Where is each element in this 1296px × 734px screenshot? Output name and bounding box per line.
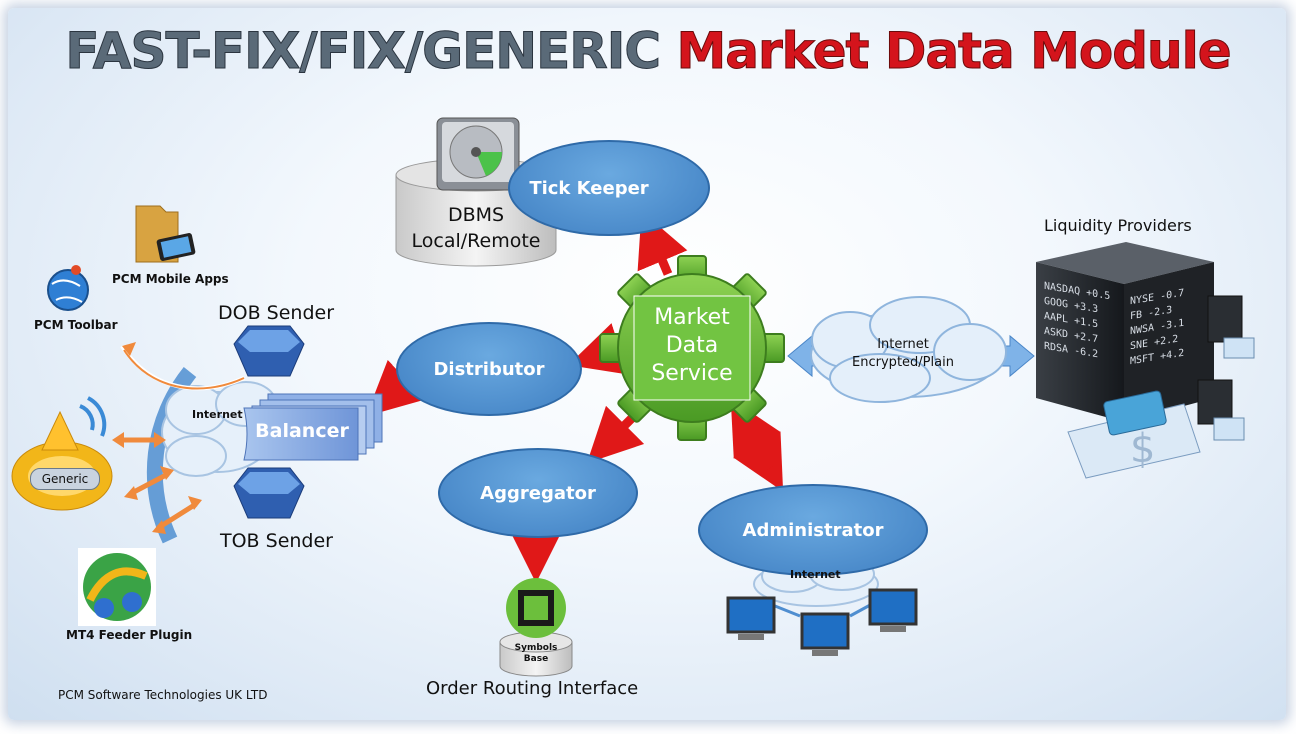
aggregator-label: Aggregator: [480, 482, 596, 504]
market-line2: Data: [665, 333, 719, 358]
chip-icon: [499, 578, 573, 677]
internet-lp-label: Internet Encrypted/Plain: [840, 336, 966, 372]
internet-admin-label: Internet: [790, 568, 841, 581]
internet-left-label: Internet: [192, 408, 243, 421]
ticker-right: NYSE -0.7 FB -2.3 NWSA -3.1 SNE +2.2 MSF…: [1130, 286, 1184, 370]
generic-label: Generic: [30, 468, 100, 490]
globe-icon: [47, 265, 89, 311]
orange-arrow-heads: [112, 432, 202, 534]
ticker-sym: FB: [1130, 309, 1143, 323]
market-line1: Market: [654, 305, 730, 330]
order-routing-label: Order Routing Interface: [426, 678, 639, 699]
title-part2: Market Data Module: [676, 22, 1232, 81]
market-line3: Service: [651, 361, 733, 386]
dbms-label-line1: DBMS: [447, 204, 505, 226]
ticker-left: NASDAQ +0.5 GOOG +3.3 AAPL +1.5 ASKD +2.…: [1044, 279, 1110, 364]
symbols-line1: Symbols: [514, 643, 558, 653]
mt4-label: MT4 Feeder Plugin: [66, 628, 193, 642]
internet-lp-line2: Encrypted/Plain: [852, 355, 954, 370]
folder-phone-icon: [135, 205, 196, 263]
internet-lp-line1: Internet: [877, 337, 929, 352]
distributor-node[interactable]: Distributor: [396, 322, 582, 416]
balancer-stack: [243, 393, 383, 461]
dbms-label-line2: Local/Remote: [411, 230, 541, 252]
ticker-sym: MSFT: [1130, 352, 1155, 368]
monitor-icons: [726, 588, 918, 656]
ticker-sym: RDSA: [1044, 340, 1069, 356]
ticker-sym: SNE: [1130, 338, 1149, 353]
ticker-val: -6.2: [1074, 345, 1099, 361]
dbms-label: DBMS Local/Remote: [406, 202, 546, 254]
ticker-val: +4.2: [1160, 347, 1185, 363]
liquidity-providers-label: Liquidity Providers: [1044, 216, 1192, 235]
tick-keeper-label: Tick Keeper: [529, 177, 649, 199]
ticker-val: -3.1: [1160, 317, 1185, 333]
dob-sender-label: DOB Sender: [218, 302, 335, 324]
company-label: PCM Software Technologies UK LTD: [58, 688, 268, 702]
generic-antenna-icon: [11, 396, 113, 511]
svg-text:$: $: [1130, 426, 1155, 472]
tob-sender-label: TOB Sender: [220, 530, 333, 552]
pcm-mobile-label: PCM Mobile Apps: [112, 272, 229, 286]
aggregator-node[interactable]: Aggregator: [438, 448, 638, 538]
market-data-gear: [599, 255, 785, 441]
tob-sender-icon: [233, 467, 305, 519]
tick-keeper-node[interactable]: Tick Keeper: [508, 140, 710, 236]
administrator-label: Administrator: [742, 519, 884, 541]
symbols-base-label: Symbols Base: [508, 643, 564, 665]
ticker-val: -0.7: [1160, 287, 1185, 303]
pcm-toolbar-label: PCM Toolbar: [34, 318, 118, 332]
internet-cloud-lp: [810, 296, 1007, 403]
dob-sender-icon: [233, 325, 305, 377]
mt4-icon: [78, 548, 156, 626]
server-cube-icon: $: [1036, 242, 1255, 479]
orange-arrows: [118, 437, 198, 531]
administrator-node[interactable]: Administrator: [698, 484, 928, 576]
balancer-label[interactable]: Balancer: [255, 420, 349, 442]
title-part1: FAST-FIX/FIX/GENERIC: [65, 22, 662, 81]
market-data-service-label[interactable]: Market Data Service: [634, 304, 750, 388]
symbols-line2: Base: [523, 654, 549, 664]
hard-disk-icon: [436, 117, 520, 191]
page-title: FAST-FIX/FIX/GENERIC Market Data Module: [0, 22, 1296, 81]
distributor-label: Distributor: [433, 358, 545, 380]
admin-two-way-arrow: [730, 398, 784, 492]
